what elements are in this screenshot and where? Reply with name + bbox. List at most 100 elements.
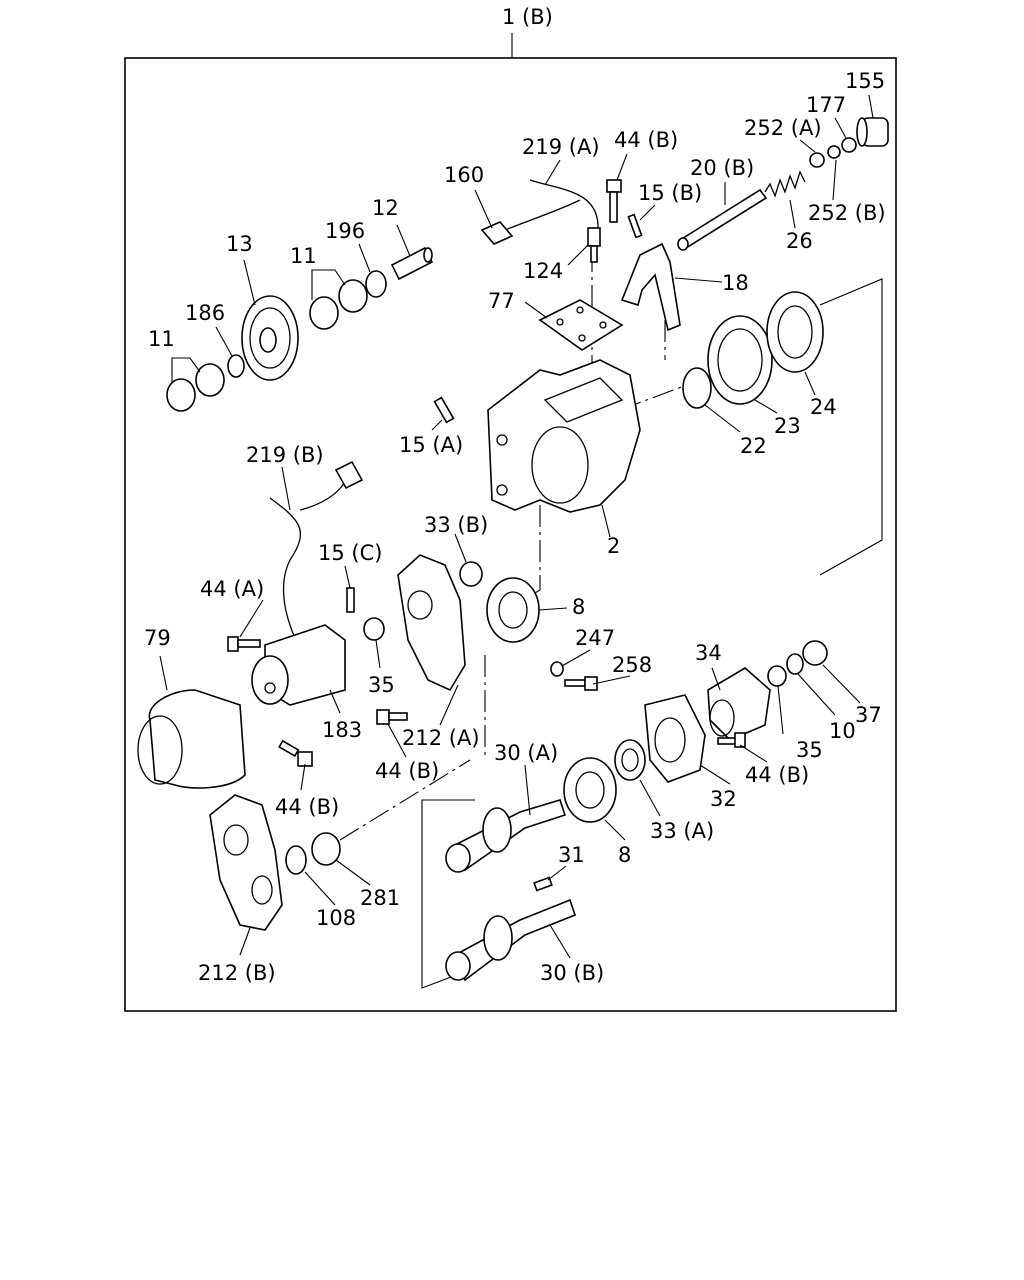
part-258-bolt — [564, 676, 598, 691]
label-37: 37 — [855, 703, 882, 727]
part-252a-washer — [809, 152, 825, 168]
label-212b: 212 (B) — [198, 961, 276, 985]
part-108-ring — [285, 845, 307, 875]
label-12: 12 — [372, 196, 399, 220]
part-23-gear — [707, 315, 773, 405]
part-2-housing — [487, 359, 641, 513]
label-219a: 219 (A) — [522, 135, 600, 159]
part-160-connector — [480, 221, 514, 245]
part-15b-pin — [627, 213, 643, 239]
label-79: 79 — [144, 626, 171, 650]
label-35-left: 35 — [368, 673, 395, 697]
label-11-lower: 11 — [148, 327, 175, 351]
centerline-lower — [339, 759, 471, 841]
label-44b-right: 44 (B) — [745, 763, 809, 787]
label-20b: 20 (B) — [690, 156, 754, 180]
part-196-snap-ring — [365, 270, 387, 298]
label-15b: 15 (B) — [638, 181, 702, 205]
part-15c-pin — [346, 587, 355, 613]
part-79-cover — [137, 689, 246, 789]
label-252b: 252 (B) — [808, 201, 886, 225]
part-24-sleeve — [766, 291, 824, 373]
part-22-thrust-washer — [682, 367, 712, 409]
part-35-left-washer — [363, 617, 385, 641]
label-219b: 219 (B) — [246, 443, 324, 467]
label-155: 155 — [845, 69, 885, 93]
label-24: 24 — [810, 395, 837, 419]
label-13: 13 — [226, 232, 253, 256]
label-258: 258 — [612, 653, 652, 677]
label-183: 183 — [322, 718, 362, 742]
part-33a-seal — [614, 739, 646, 781]
part-44b-left-bolt — [278, 739, 313, 767]
part-31-key — [533, 876, 553, 892]
label-212a: 212 (A) — [402, 726, 480, 750]
part-labels: 1 (B) 155 177 252 (A) 44 (B) 219 (A) 160… — [144, 5, 886, 985]
label-30a: 30 (A) — [494, 741, 558, 765]
part-155-cap — [856, 117, 889, 147]
part-18-shift-fork — [620, 242, 681, 332]
label-108: 108 — [316, 906, 356, 930]
label-252a: 252 (A) — [744, 116, 822, 140]
part-26-spring — [764, 170, 806, 198]
label-32: 32 — [710, 787, 737, 811]
label-186: 186 — [185, 301, 225, 325]
part-252b-washer — [827, 145, 841, 159]
label-8-lower: 8 — [618, 843, 631, 867]
part-77-cover-plate — [538, 299, 624, 351]
part-30b-shaft — [445, 898, 576, 982]
label-11-upper: 11 — [290, 244, 317, 268]
label-8-upper: 8 — [572, 595, 585, 619]
part-183-motor — [251, 624, 346, 706]
label-31: 31 — [558, 843, 585, 867]
shaft-bracket-line — [421, 799, 476, 989]
part-8-upper-bearing — [486, 577, 540, 643]
part-30a-shaft — [445, 799, 567, 873]
label-26: 26 — [786, 229, 813, 253]
part-35-right-washer — [767, 665, 787, 687]
part-8-lower-bearing — [563, 757, 617, 823]
label-23: 23 — [774, 414, 801, 438]
part-247-o-ring — [550, 661, 564, 677]
label-160: 160 — [444, 163, 484, 187]
label-18: 18 — [722, 271, 749, 295]
label-33a: 33 (A) — [650, 819, 714, 843]
label-124: 124 — [523, 259, 563, 283]
part-44b-top-bolt — [606, 179, 622, 223]
label-44b-mid: 44 (B) — [375, 759, 439, 783]
part-12-pin — [390, 246, 434, 281]
part-219a-harness — [499, 179, 601, 263]
part-212b-cover — [209, 794, 283, 931]
part-281-ring — [311, 832, 341, 866]
part-37-nut — [802, 640, 828, 666]
label-15c: 15 (C) — [318, 541, 382, 565]
part-34-flange — [707, 667, 771, 741]
label-2: 2 — [607, 534, 620, 558]
part-186-ring — [227, 354, 245, 378]
part-11-upper-bearing — [309, 279, 368, 330]
part-20b-shaft — [677, 188, 768, 251]
label-44b-left: 44 (B) — [275, 795, 339, 819]
part-44a-bolt — [227, 636, 261, 652]
label-10: 10 — [829, 719, 856, 743]
part-13-gear — [241, 295, 299, 381]
label-15a: 15 (A) — [399, 433, 463, 457]
part-44b-mid-bolt — [376, 709, 408, 725]
label-33b: 33 (B) — [424, 513, 488, 537]
label-30b: 30 (B) — [540, 961, 604, 985]
label-22: 22 — [740, 434, 767, 458]
label-281: 281 — [360, 886, 400, 910]
label-assembly: 1 (B) — [502, 5, 553, 29]
part-15a-pin — [433, 396, 455, 424]
label-247: 247 — [575, 626, 615, 650]
part-177-nut — [841, 137, 857, 153]
label-196: 196 — [325, 219, 365, 243]
label-44a: 44 (A) — [200, 577, 264, 601]
part-10-ring — [786, 653, 804, 675]
part-44b-right-bolt — [717, 732, 746, 748]
assembly-frame — [124, 57, 897, 1012]
label-44b-top: 44 (B) — [614, 128, 678, 152]
part-33b-washer — [459, 561, 483, 587]
leader-lines — [159, 94, 874, 959]
